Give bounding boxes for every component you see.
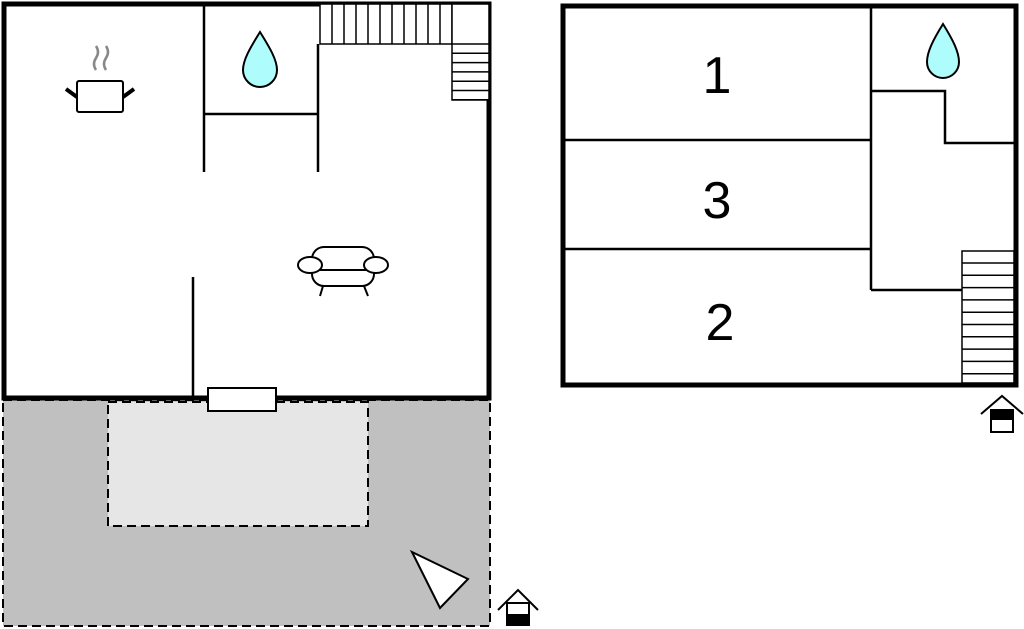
bedroom-2-label: 2 xyxy=(706,294,735,352)
stair-step xyxy=(319,3,453,45)
staircase xyxy=(961,250,1015,384)
entrance-house-icon xyxy=(497,588,539,626)
stair-step xyxy=(961,250,1015,384)
bedroom-1-label: 1 xyxy=(703,47,732,105)
staircase-top xyxy=(319,3,490,101)
ground-floor xyxy=(1,1,539,627)
upper-floor: 1 3 2 xyxy=(560,3,1024,433)
bathroom-water-drop-icon xyxy=(925,22,961,79)
interior-walls xyxy=(563,6,1015,292)
entrance-door[interactable] xyxy=(207,387,277,412)
bathroom-water-drop-icon xyxy=(241,30,279,88)
kitchen-pot-icon xyxy=(64,45,136,113)
compass-north-icon xyxy=(409,549,470,610)
terrace-inner-area xyxy=(107,401,369,527)
entrance-house-icon xyxy=(980,394,1024,433)
interior-walls xyxy=(191,4,320,398)
bedroom-3-label: 3 xyxy=(703,172,732,230)
stair-step xyxy=(451,3,490,101)
living-room-sofa-icon xyxy=(297,246,389,297)
